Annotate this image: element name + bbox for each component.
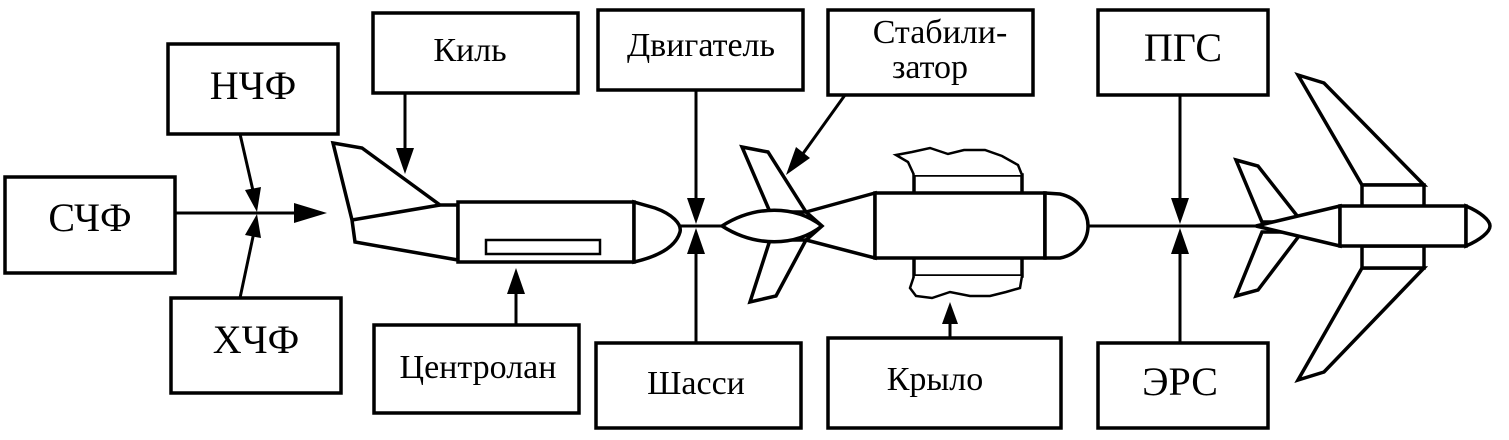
rear-fuselage-shape	[802, 190, 877, 261]
aircraft-stage3-final	[1232, 72, 1492, 383]
wing-root-lower-shape	[1360, 244, 1426, 270]
box-khchf-label: ХЧФ	[213, 317, 299, 362]
arrow-shassi-to-joint	[687, 228, 705, 343]
arrow-pgs-to-joint	[1171, 95, 1189, 224]
box-stabilizator: Стабили- затор	[826, 8, 1035, 97]
box-nchf-label: НЧФ	[210, 63, 296, 108]
box-pgs: ПГС	[1096, 8, 1270, 97]
box-centrolan-label: Центролан	[400, 349, 557, 386]
box-dvigatel: Двигатель	[596, 8, 805, 92]
fuselage-main-shape-3	[1338, 204, 1468, 248]
arrow-nchf-to-joint	[238, 133, 261, 212]
box-khchf: ХЧФ	[169, 296, 343, 395]
box-pgs-label: ПГС	[1144, 25, 1222, 70]
arrow-stabilizator-to-tail	[786, 94, 847, 175]
box-kil: Киль	[371, 11, 580, 95]
box-schf: СЧФ	[3, 175, 177, 275]
box-kil-label: Киль	[433, 32, 506, 69]
arrow-schf-to-fuselage	[175, 203, 327, 223]
arrow-khchf-to-joint	[238, 214, 261, 299]
wing-lower-shape	[1294, 266, 1429, 383]
wing-torn-edge-lower	[908, 275, 1024, 300]
arrow-kil-to-fin	[396, 93, 414, 174]
box-ers: ЭРС	[1096, 341, 1270, 430]
aircraft-stage1-fuselage	[330, 140, 682, 265]
stabilizer-lower-shape	[747, 238, 809, 305]
fin-shape	[330, 140, 460, 263]
box-nchf: НЧФ	[166, 42, 340, 136]
tail-upper-shape	[1232, 157, 1306, 224]
box-stabilizator-label-line2: затор	[892, 49, 968, 86]
box-centrolan: Центролан	[372, 323, 581, 415]
box-stabilizator-label-line1: Стабили-	[873, 14, 1008, 51]
arrow-krylo-to-wing	[942, 302, 958, 338]
nose-shape-1	[632, 199, 682, 265]
arrow-dvigatel-to-joint	[687, 90, 705, 224]
fuselage-main-shape-2	[873, 191, 1047, 260]
arrow-centrolan-to-fuselage	[507, 268, 525, 325]
wing-root-upper-shape	[1360, 183, 1426, 209]
wing-torn-edge-upper	[892, 146, 1024, 176]
centroplane-slot-shape	[484, 238, 602, 256]
box-krylo: Крыло	[826, 336, 1063, 430]
box-ers-label: ЭРС	[1142, 359, 1218, 404]
tail-lower-shape	[1233, 230, 1306, 299]
nose-shape-3	[1464, 203, 1492, 249]
box-shassi: Шасси	[594, 341, 803, 430]
arrow-ers-to-joint	[1171, 228, 1189, 343]
box-krylo-label: Крыло	[887, 361, 984, 398]
box-shassi-label: Шасси	[647, 365, 745, 402]
box-schf-label: СЧФ	[48, 195, 131, 240]
wing-upper-shape	[1294, 72, 1429, 187]
nose-shape-2	[1043, 191, 1090, 260]
box-dvigatel-label: Двигатель	[627, 27, 775, 64]
aircraft-stage2-assembly	[718, 144, 1090, 305]
